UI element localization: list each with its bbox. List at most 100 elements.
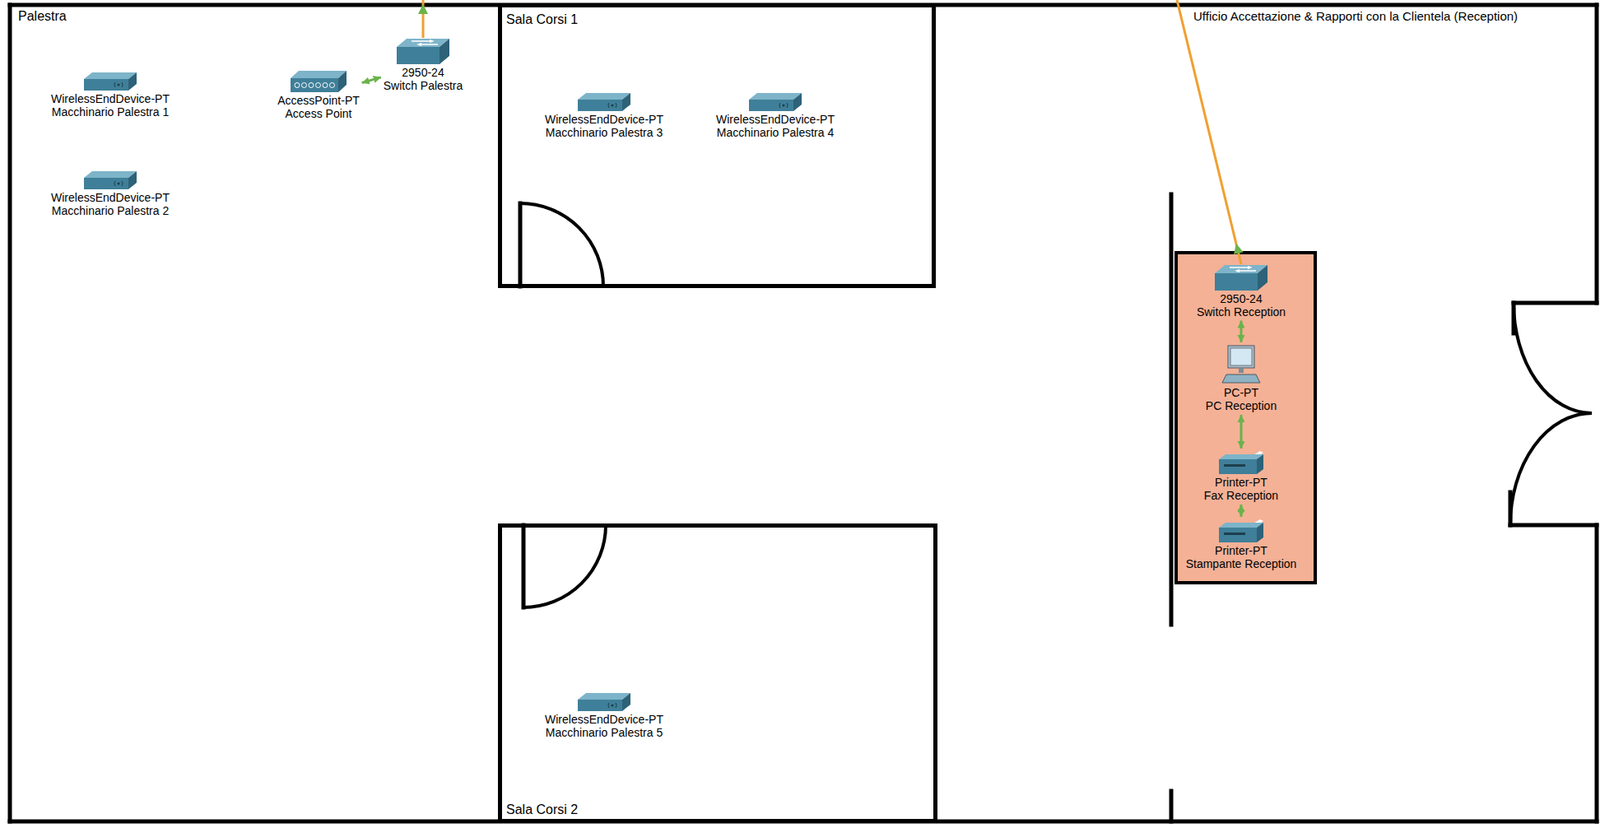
- icon-front: [1214, 273, 1258, 291]
- icon-side: [128, 72, 137, 91]
- network-link: [1239, 504, 1242, 517]
- device-icon: [83, 171, 137, 190]
- icon-side: [622, 693, 631, 712]
- uplink-cable: [1176, 0, 1242, 265]
- antenna-dot: [116, 181, 120, 185]
- device-name-label: Macchinario Palestra 2: [51, 204, 169, 218]
- wall: [1169, 790, 1174, 822]
- door-leaf: [518, 203, 523, 287]
- device-model-label: PC-PT: [1223, 386, 1259, 400]
- icon-front: [83, 177, 129, 190]
- wireless-symbol: [779, 102, 788, 108]
- icon-top: [290, 70, 347, 79]
- antenna-dot: [610, 703, 614, 707]
- network-device: Printer-PTFax Reception: [1204, 451, 1279, 503]
- device-icon: [83, 72, 137, 91]
- network-link: [1239, 320, 1242, 344]
- area-label: Palestra: [18, 9, 67, 24]
- door-leaf: [1510, 523, 1597, 528]
- switch-arrows: [411, 39, 438, 46]
- icon-front: [396, 46, 440, 65]
- device-model-label: WirelessEndDevice-PT: [716, 112, 835, 126]
- icon-front: [748, 99, 794, 112]
- network-device: WirelessEndDevice-PTMacchinario Palestra…: [544, 93, 664, 140]
- network-device: WirelessEndDevice-PTMacchinario Palestra…: [716, 93, 835, 140]
- icon-front: [577, 699, 623, 712]
- icon-top: [577, 693, 631, 700]
- device-icon: [1214, 265, 1268, 291]
- icon-front: [83, 79, 129, 91]
- device-icon: [748, 93, 802, 112]
- wall: [1595, 4, 1600, 303]
- icon-side: [793, 93, 802, 112]
- monitor-frame: [1227, 345, 1255, 368]
- network-link: [1239, 414, 1242, 449]
- network-device: PC-PTPC Reception: [1205, 344, 1277, 413]
- icon-top: [748, 93, 802, 100]
- device-model-label: 2950-24: [401, 65, 444, 80]
- room: Sala Corsi 2 WirelessEndDevice-PTMacchina…: [497, 523, 938, 824]
- door-swing: [1513, 302, 1592, 414]
- device-name-label: Fax Reception: [1204, 488, 1279, 503]
- network-device: Printer-PTStampante Reception: [1186, 519, 1298, 571]
- device-name-label: Stampante Reception: [1186, 557, 1298, 571]
- icon-side: [1256, 454, 1264, 475]
- antenna-dot: [781, 103, 785, 107]
- icon-front: [290, 78, 339, 93]
- network-device: 2950-24Switch Palestra: [383, 38, 463, 93]
- network-device: WirelessEndDevice-PTMacchinario Palestra…: [544, 693, 664, 740]
- device-icon: [1218, 451, 1264, 475]
- device-icon: [290, 70, 347, 93]
- device-model-label: Printer-PT: [1214, 475, 1268, 489]
- device-name-label: Macchinario Palestra 3: [545, 125, 663, 140]
- device-model-label: WirelessEndDevice-PT: [544, 112, 664, 126]
- antenna-ring: [330, 83, 335, 89]
- device-icon: [577, 93, 631, 112]
- icon-top: [83, 72, 137, 80]
- icon-top: [83, 171, 137, 178]
- network-device: WirelessEndDevice-PTMacchinario Palestra…: [51, 72, 170, 119]
- network-device: 2950-24Switch Reception: [1196, 265, 1286, 319]
- device-model-label: WirelessEndDevice-PT: [51, 92, 170, 106]
- device-name-label: Macchinario Palestra 1: [51, 105, 169, 119]
- icon-side: [1256, 522, 1264, 543]
- wireless-symbol: [114, 181, 123, 187]
- room: Sala Corsi 1WirelessEndDevice-PTMacchina…: [497, 3, 936, 289]
- area-label: Ufficio Accettazione & Rapporti con la C…: [1193, 9, 1518, 24]
- device-model-label: WirelessEndDevice-PT: [51, 190, 170, 205]
- wireless-symbol: [608, 102, 617, 108]
- paper-slot: [1223, 464, 1246, 467]
- door-swing: [520, 203, 604, 287]
- device-name-label: Switch Reception: [1196, 305, 1286, 319]
- link-light: [418, 4, 428, 14]
- device-model-label: Printer-PT: [1214, 544, 1268, 558]
- device-icon: [83, 171, 137, 190]
- device-model-label: 2950-24: [1219, 292, 1262, 306]
- room-label: Sala Corsi 2: [506, 802, 578, 818]
- device-icon: [290, 70, 347, 93]
- device-icon: [1218, 519, 1264, 543]
- device-icon: [1221, 344, 1261, 385]
- icon-top: [1218, 522, 1264, 528]
- wall: [1595, 525, 1600, 822]
- device-name-label: Macchinario Palestra 4: [716, 125, 834, 140]
- monitor-screen: [1230, 348, 1252, 366]
- paper-slot: [1223, 532, 1246, 535]
- wall: [8, 4, 13, 822]
- icon-top: [577, 93, 631, 100]
- icon-front: [1218, 527, 1257, 543]
- device-name-label: Access Point: [285, 106, 353, 121]
- icon-side: [128, 171, 137, 190]
- keyboard-outline: [1222, 374, 1261, 383]
- wall: [1169, 194, 1174, 625]
- device-model-label: AccessPoint-PT: [277, 93, 360, 107]
- device-icon: [577, 93, 631, 112]
- door-leaf: [1513, 301, 1597, 306]
- antenna-ring: [308, 83, 314, 89]
- network-link: [362, 77, 382, 84]
- icon-side: [338, 70, 347, 93]
- icon-front: [1218, 459, 1257, 475]
- switch-arrows: [1229, 265, 1256, 272]
- antenna-ring: [322, 83, 328, 89]
